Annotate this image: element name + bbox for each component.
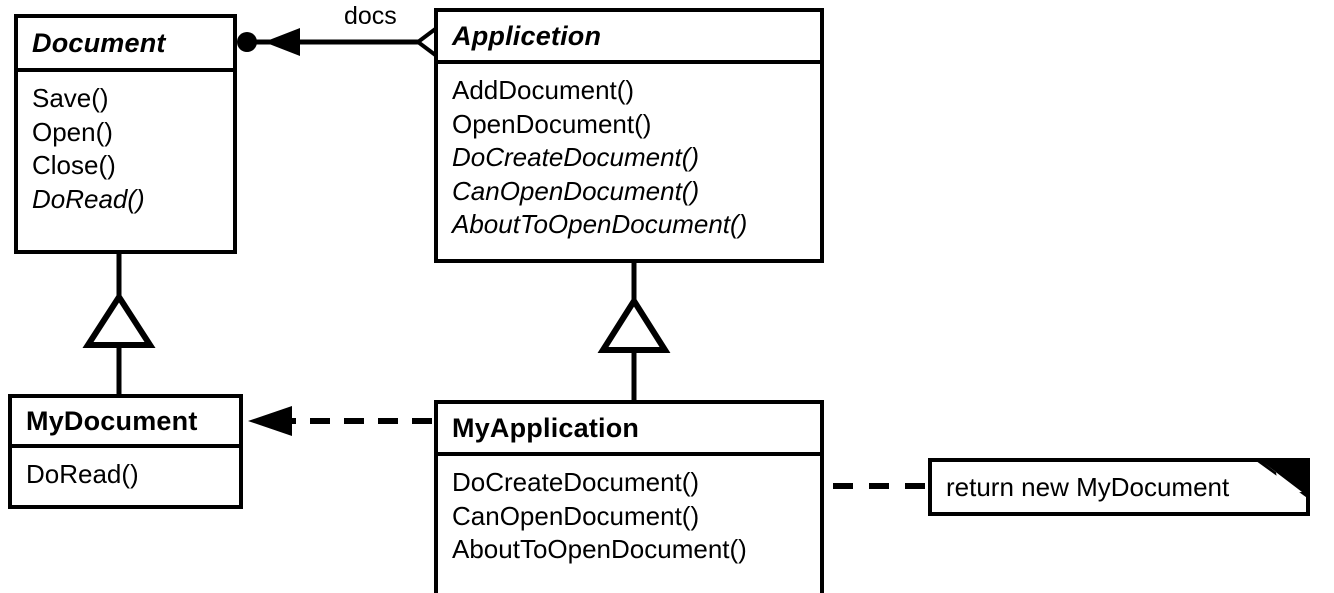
class-name-compartment: Document	[18, 18, 233, 72]
class-title-mydocument: MyDocument	[26, 405, 198, 436]
filled-ball-icon	[237, 32, 257, 52]
note-text: return new MyDocument	[946, 471, 1230, 502]
operation-docreatedocument: DoCreateDocument()	[452, 142, 700, 173]
class-operations-compartment: DoCreateDocument() CanOpenDocument() Abo…	[438, 456, 820, 567]
class-box-myapplication[interactable]: MyApplication DoCreateDocument() CanOpen…	[434, 400, 824, 593]
operation-close: Close()	[32, 150, 116, 181]
class-operations-compartment: DoRead()	[12, 448, 239, 492]
operation-doread: DoRead()	[26, 459, 139, 489]
aggregation-label-docs: docs	[344, 2, 397, 30]
note-folded-corner-icon	[1252, 458, 1310, 500]
filled-arrowhead-icon	[264, 28, 300, 56]
operation-open: Open()	[32, 116, 113, 147]
class-name-compartment: Applicetion	[438, 12, 820, 64]
class-operations-compartment: Save() Open() Close() DoRead()	[18, 72, 233, 216]
operation-opendocument: OpenDocument()	[452, 108, 652, 139]
class-box-mydocument[interactable]: MyDocument DoRead()	[8, 394, 243, 509]
operation-abouttoopendocument: AboutToOpenDocument()	[452, 534, 747, 565]
class-title-document: Document	[32, 27, 166, 58]
filled-arrowhead-icon	[248, 406, 292, 436]
operation-save: Save()	[32, 83, 109, 113]
class-box-application[interactable]: Applicetion AddDocument() OpenDocument()…	[434, 8, 824, 263]
class-title-application: Applicetion	[452, 20, 602, 51]
class-name-compartment: MyDocument	[12, 398, 239, 448]
note-box-docreate[interactable]: return new MyDocument	[928, 458, 1310, 516]
operation-doread: DoRead()	[32, 183, 145, 214]
operation-abouttoopendocument: AboutToOpenDocument()	[452, 209, 748, 240]
class-title-myapplication: MyApplication	[452, 412, 640, 443]
operation-docreatedocument: DoCreateDocument()	[452, 467, 700, 497]
hollow-triangle-icon	[597, 295, 671, 353]
operation-adddocument: AddDocument()	[452, 75, 635, 105]
class-box-document[interactable]: Document Save() Open() Close() DoRead()	[14, 14, 237, 254]
class-name-compartment: MyApplication	[438, 404, 820, 456]
operation-canopendocument: CanOpenDocument()	[452, 175, 700, 206]
hollow-triangle-icon	[82, 291, 156, 348]
operation-canopendocument: CanOpenDocument()	[452, 500, 700, 531]
class-operations-compartment: AddDocument() OpenDocument() DoCreateDoc…	[438, 64, 820, 242]
